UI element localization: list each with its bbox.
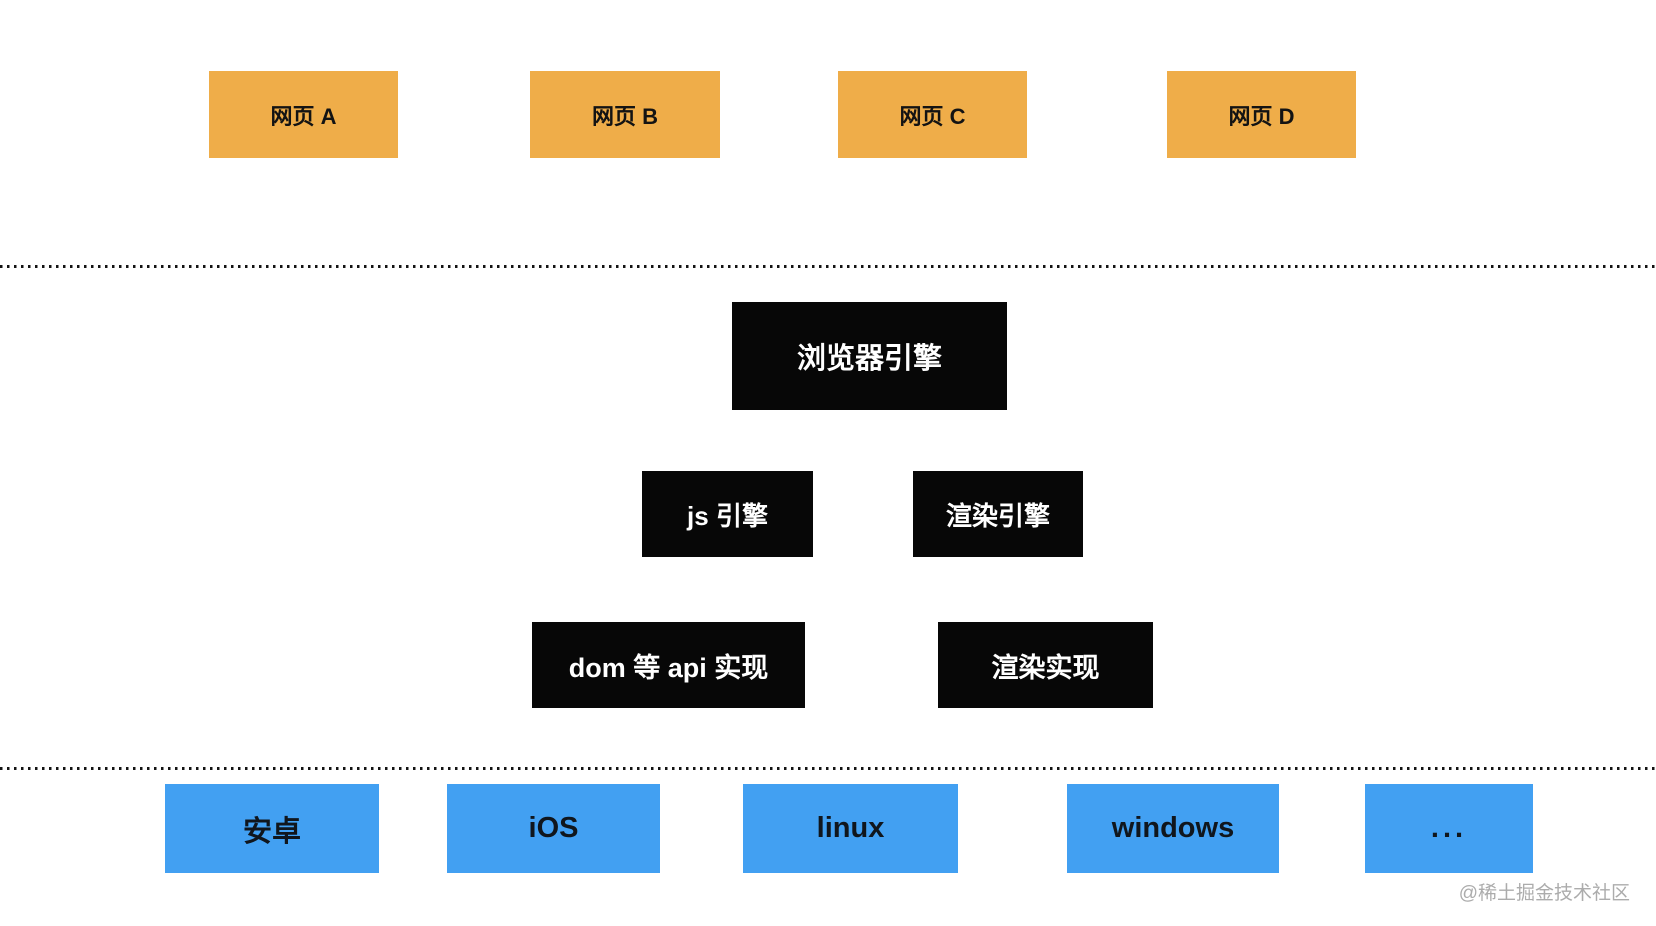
browser-engine-box: 浏览器引擎	[732, 302, 1007, 410]
os-linux-box: linux	[743, 784, 958, 873]
dom-api-implementation-box: dom 等 api 实现	[532, 622, 805, 708]
os-windows-box: windows	[1067, 784, 1279, 873]
watermark: @稀土掘金技术社区	[1458, 883, 1630, 904]
dotted-divider-top	[0, 265, 1656, 268]
dotted-divider-bottom	[0, 767, 1656, 770]
js-engine-box: js 引擎	[642, 471, 813, 557]
web-page-d-box: 网页 D	[1167, 71, 1356, 158]
web-page-c-box: 网页 C	[838, 71, 1027, 158]
os-more-box: ...	[1365, 784, 1533, 873]
web-page-a-box: 网页 A	[209, 71, 398, 158]
render-engine-box: 渲染引擎	[913, 471, 1083, 557]
web-page-b-box: 网页 B	[530, 71, 720, 158]
os-android-box: 安卓	[165, 784, 379, 873]
render-implementation-box: 渲染实现	[938, 622, 1153, 708]
os-ios-box: iOS	[447, 784, 660, 873]
